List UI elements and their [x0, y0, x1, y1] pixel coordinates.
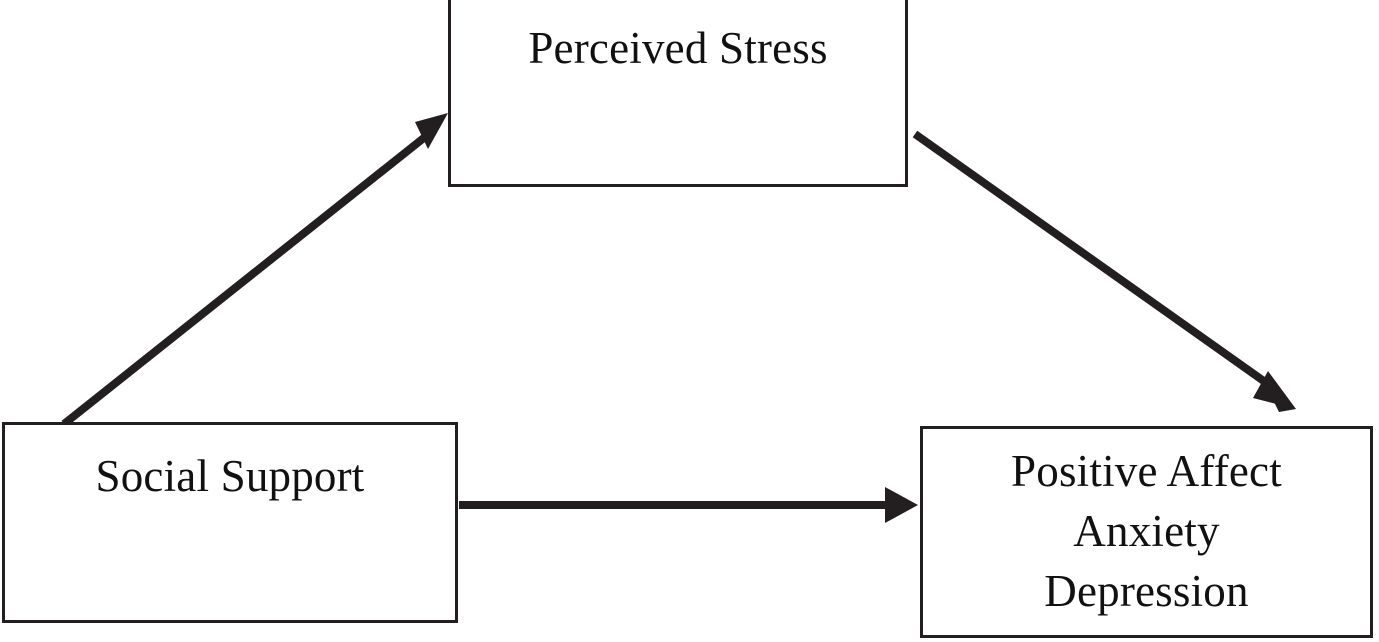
- arrow-head: [1262, 378, 1296, 412]
- node-outcomes[interactable]: Positive Affect Anxiety Depression: [920, 426, 1373, 638]
- arrow-perceived-stress-to-outcomes: [912, 130, 1296, 412]
- arrow-shaft: [912, 130, 1278, 393]
- arrow-head: [415, 113, 448, 149]
- arrow-shaft: [61, 129, 433, 428]
- node-outcomes-label: Positive Affect Anxiety Depression: [1011, 446, 1282, 616]
- arrow-social-support-to-outcomes: [459, 487, 918, 523]
- node-social-support-label: Social Support: [95, 451, 365, 501]
- node-social-support[interactable]: Social Support: [2, 422, 458, 623]
- arrow-social-support-to-perceived-stress: [61, 113, 448, 428]
- node-perceived-stress-label: Perceived Stress: [528, 23, 828, 73]
- arrow-head: [885, 487, 918, 523]
- node-perceived-stress[interactable]: Perceived Stress: [448, 0, 908, 187]
- arrow-head-fill: [1253, 371, 1296, 409]
